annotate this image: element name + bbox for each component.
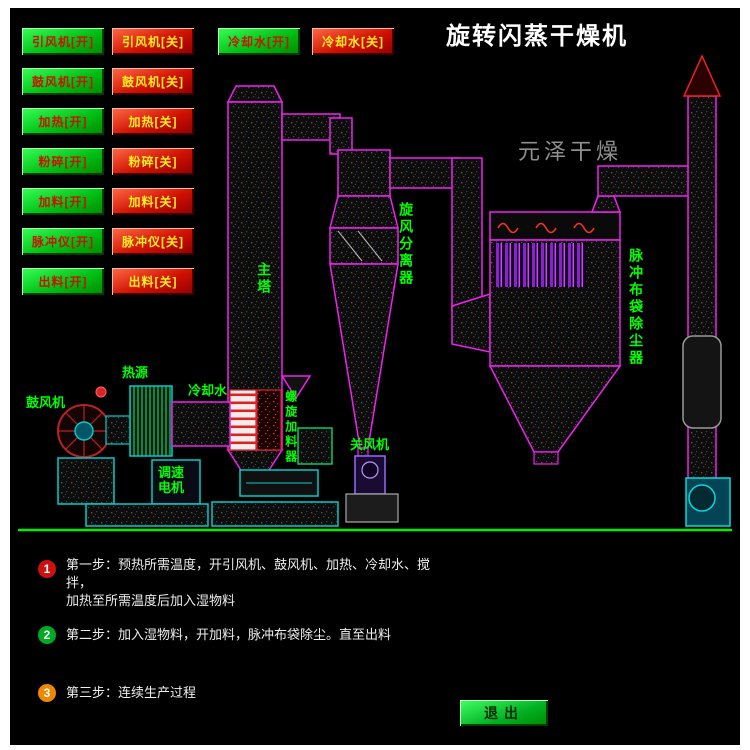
feeder-motor [297,427,333,465]
blower-on-button[interactable]: 鼓风机[开] [22,68,104,95]
label-speed-motor: 调速电机 [158,465,185,495]
label-cyclone: 旋风分离器 [398,202,415,287]
hot-air-duct [171,401,231,447]
cooling-water-on-button[interactable]: 冷却水[开] [218,28,300,55]
valve-wheel-icon [95,386,107,398]
label-cooling-water: 冷却水 [188,383,228,398]
pipe-elbow [329,117,353,155]
step-2-badge: 2 [38,626,56,644]
tower-louver [229,389,257,451]
label-bag-filter: 脉冲布袋除尘器 [628,248,645,367]
heater [129,385,173,457]
label-rotary-valve: 关风机 [350,437,390,452]
step-1-line-1: 第一步：预热所需温度，开引风机、鼓风机、加热、冷却水、搅 [66,557,431,572]
step-2-line-1: 第二步：加入湿物料，开加料，脉冲布袋除尘。直至出料 [66,627,392,642]
label-main-tower: 主塔 [256,262,273,296]
speed-motor-box [151,459,201,505]
step-3-line-1: 第三步：连续生产过程 [66,685,197,700]
cyclone-cone [329,263,399,449]
step-1-badge: 1 [38,560,56,578]
bag-filter-header [489,211,621,241]
tower-cap [226,85,284,103]
filter-outlet [533,451,559,465]
cyclone-hatch-icon [357,230,383,262]
pulse-valve-icon [535,222,557,234]
label-heat-source: 热源 [122,365,149,380]
equipment-base-1 [85,503,209,527]
valve-base [345,493,399,523]
feeder-hopper [280,375,312,400]
exhaust-pipe-h [597,165,693,197]
duct-to-filter-h [389,157,461,189]
discharge-off-button[interactable]: 出料[关] [112,268,194,295]
discharge-on-button[interactable]: 出料[开] [22,268,104,295]
feed-off-button[interactable]: 加料[关] [112,188,194,215]
watermark: 元泽干燥 [518,139,623,164]
crush-on-button[interactable]: 粉碎[开] [22,148,104,175]
crush-off-button[interactable]: 粉碎[关] [112,148,194,175]
step-1-line-2: 拌， [66,575,93,590]
label-blower: 鼓风机 [26,395,66,410]
pulse-valve-icon [497,222,519,234]
induced-fan-on-button[interactable]: 引风机[开] [22,28,104,55]
filter-bags [494,243,586,287]
filter-hopper [488,365,622,453]
cyclone-top [329,227,399,265]
cyclone-hatch-icon [337,230,363,262]
pulse-off-button[interactable]: 脉冲仪[关] [112,228,194,255]
pulse-valve-icon [573,222,595,234]
burner-zone [256,389,282,451]
cooling-water-off-button[interactable]: 冷却水[关] [312,28,394,55]
pulse-on-button[interactable]: 脉冲仪[开] [22,228,104,255]
blower-off-button[interactable]: 鼓风机[关] [112,68,194,95]
heat-off-button[interactable]: 加热[关] [112,108,194,135]
step-3-badge: 3 [38,684,56,702]
label-screw-feeder: 螺旋加料器 [283,390,298,465]
filter-top-duct [590,195,622,213]
stack-muffler [682,335,722,429]
blower-hub [74,421,94,441]
feed-on-button[interactable]: 加料[开] [22,188,104,215]
exit-button[interactable]: 退出 [460,700,548,726]
rotary-valve-wheel [361,461,379,479]
induced-fan-wheel-icon [688,484,716,512]
step-1-line-3: 加热至所需温度后加入湿物料 [66,593,236,608]
heat-on-button[interactable]: 加热[开] [22,108,104,135]
blower-base [57,457,115,505]
cyclone-funnel [329,195,399,229]
stack-top-cone [682,54,722,97]
equipment-base-2 [211,501,339,527]
cyclone-inlet-box [337,149,391,197]
duct-to-filter-v [451,157,483,311]
blower-outlet-duct [105,415,133,445]
induced-fan-off-button[interactable]: 引风机[关] [112,28,194,55]
page-title: 旋转闪蒸干燥机 [446,23,628,50]
